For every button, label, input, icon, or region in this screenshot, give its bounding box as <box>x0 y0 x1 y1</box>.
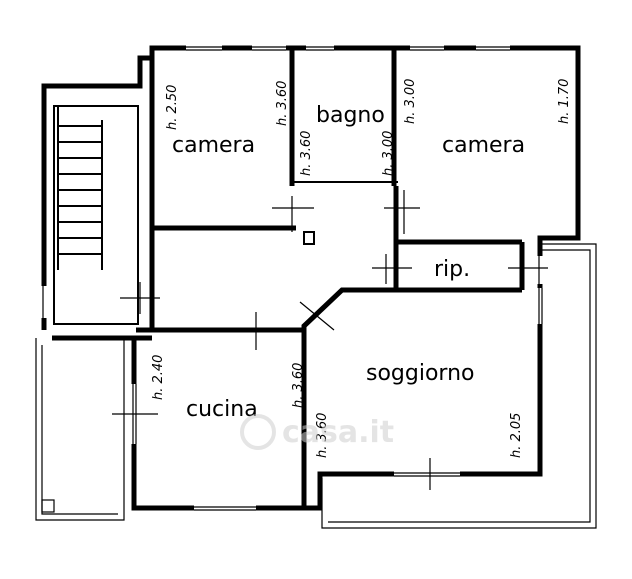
inner-walls <box>136 50 525 508</box>
height-camera-right: h. 1.70 <box>557 79 572 124</box>
height-labels: h. 2.50 h. 3.60 h. 3.60 h. 3.00 h. 3.00 … <box>151 79 572 458</box>
label-soggiorno: soggiorno <box>366 361 475 386</box>
label-bagno: bagno <box>316 103 385 128</box>
label-rip: rip. <box>434 257 470 282</box>
room-labels: camera bagno camera rip. soggiorno cucin… <box>172 103 525 422</box>
height-cucina-left: h. 2.40 <box>151 355 166 400</box>
height-soggiorno-right: h. 2.05 <box>509 413 524 458</box>
height-camera-left-wall: h. 3.60 <box>275 81 290 126</box>
height-bagno-top-right: h. 3.00 <box>403 79 418 124</box>
staircase <box>41 55 152 330</box>
height-bagno-right: h. 3.00 <box>381 131 396 176</box>
height-bagno-left: h. 3.60 <box>299 131 314 176</box>
watermark: casa.it <box>240 414 394 450</box>
height-soggiorno-left: h. 3.60 <box>315 413 330 458</box>
label-camera-right: camera <box>442 133 525 158</box>
terrace-left <box>35 338 125 521</box>
watermark-text: casa.it <box>282 415 394 450</box>
label-camera-left: camera <box>172 133 255 158</box>
height-cucina-right: h. 3.60 <box>291 363 306 408</box>
terrace-right <box>321 243 597 529</box>
label-cucina: cucina <box>186 397 258 422</box>
door-marks <box>112 190 548 490</box>
height-camera-left: h. 2.50 <box>165 85 180 130</box>
